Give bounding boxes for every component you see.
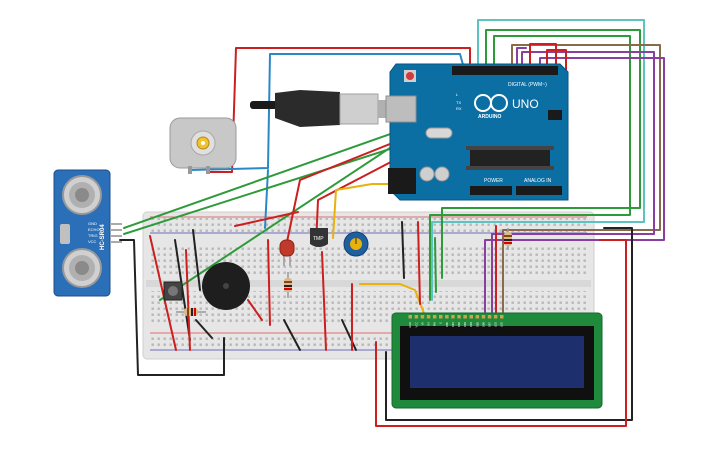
lcd-pin — [487, 315, 492, 319]
lcd-pin — [463, 315, 467, 319]
lcd-pin-label: RS — [427, 322, 431, 326]
lcd-pin — [420, 315, 425, 319]
arduino-analog-label: ANALOG IN — [524, 178, 552, 184]
lcd-pin — [469, 315, 473, 319]
resistor-led — [284, 272, 292, 298]
lcd-pin-label: VCC — [414, 322, 418, 328]
lcd-pin — [408, 315, 412, 319]
arduino-rx-label: RX — [456, 106, 462, 111]
wire-blue-motor — [189, 53, 466, 171]
wire-black-left — [119, 239, 225, 376]
lcd-pin — [432, 315, 437, 319]
lcd-pin — [457, 315, 461, 319]
ultrasonic-sensor: HC-SR04 GND ECHO TRIG VCC — [53, 169, 122, 297]
piezo-buzzer — [202, 262, 250, 310]
arduino-uno: UNO ARDUINO DIGITAL (PWM~) POWER ANALOG … — [385, 63, 569, 201]
lcd-pin-label: DB0 — [445, 321, 449, 327]
lcd-pin-label: DB7 — [488, 321, 492, 327]
lcd-pin-label: LED — [494, 322, 498, 327]
arduino-brand-label: ARDUINO — [478, 114, 501, 120]
wire-red-motor — [207, 47, 471, 173]
wire-purple-loop — [491, 51, 655, 313]
arduino-power-label: POWER — [484, 178, 503, 184]
lcd-pin-label: GND — [408, 322, 412, 328]
lcd-pin — [414, 315, 419, 319]
lcd-pin — [475, 315, 480, 319]
arduino-digital-label: DIGITAL (PWM~) — [508, 82, 547, 88]
arduino-tx-label: TX — [456, 100, 461, 105]
lcd-pin-label: DB6 — [481, 321, 485, 327]
wire-purple-short — [516, 47, 527, 71]
ultrasonic-pin-vcc: VCC — [88, 239, 97, 244]
wire-red-right — [375, 239, 627, 427]
potentiometer — [343, 231, 369, 257]
wire-brown-loop — [502, 44, 661, 313]
wire-purple-loop-2 — [484, 57, 665, 313]
wire-red-loop-2 — [546, 49, 567, 71]
dc-motor — [169, 117, 237, 174]
temperature-sensor: TMP — [310, 228, 328, 247]
ultrasonic-model-label: HC-SR04 — [100, 224, 106, 250]
lcd-pin-label: DB5 — [475, 321, 479, 327]
lcd-pin-label: DB4 — [469, 321, 473, 327]
lcd-pin-label: DB1 — [451, 321, 455, 327]
lcd-pin-label: V0 — [420, 321, 424, 325]
arduino-model-label: UNO — [512, 97, 539, 111]
usb-cable — [250, 90, 390, 127]
led-red — [279, 239, 295, 266]
resistor-lcd — [504, 228, 512, 250]
lcd-pin — [439, 315, 443, 319]
ultrasonic-pin-gnd: GND — [88, 221, 97, 226]
wire-red-loop — [529, 43, 557, 71]
lcd-pin — [445, 315, 449, 319]
wire-green-sensor — [123, 119, 431, 229]
lcd-pin-label: DB2 — [457, 321, 461, 327]
lcd-pin-label: E — [439, 322, 443, 324]
lcd-pin — [493, 315, 498, 319]
lcd-pin-label: DB3 — [463, 321, 467, 327]
lcd-pin — [500, 315, 504, 319]
wire-black-right — [385, 227, 633, 421]
wire-teal-loop — [431, 19, 645, 301]
resistor-button — [176, 308, 206, 316]
lcd-pin — [451, 315, 455, 319]
lcd-pin — [481, 315, 486, 319]
ultrasonic-pin-trig: TRIG — [88, 233, 98, 238]
wire-green-loop — [441, 29, 641, 279]
lcd-pin-label: LED — [500, 322, 504, 327]
lcd-pin-label: RW — [433, 321, 437, 326]
push-button — [163, 281, 183, 301]
wire-green-loop-2 — [429, 35, 631, 301]
lcd-pin — [426, 315, 431, 319]
ultrasonic-pin-echo: ECHO — [88, 227, 100, 232]
arduino-l-label: L — [456, 92, 459, 97]
tmp-label: TMP — [313, 236, 324, 242]
